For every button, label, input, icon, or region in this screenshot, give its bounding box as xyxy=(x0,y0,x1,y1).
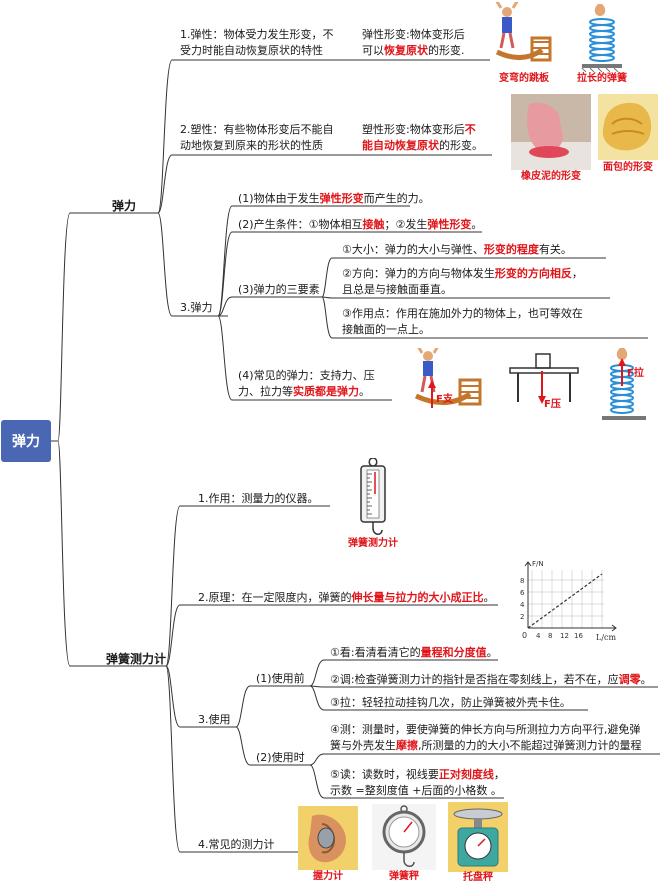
before-step-look: ①看:看清看清它的量程和分度值。 xyxy=(330,646,498,659)
element-magnitude: ①大小：弹力的大小与弹性、形变的程度有关。 xyxy=(342,243,572,256)
support-force-figure xyxy=(414,348,482,408)
graph-ytick-8: 8 xyxy=(520,577,524,585)
elastic3-line-b xyxy=(217,231,482,317)
elasticity-text-line2: 受力时能自动恢复原状的特性 xyxy=(180,44,323,57)
before-step-adjust: ②调:检查弹簧测力计的指针是否指在零刻线上，若不在，应调零。 xyxy=(330,673,652,686)
root-connector xyxy=(51,212,108,442)
three-elements-label[interactable]: (3)弹力的三要素 xyxy=(238,283,320,296)
spring-balance-caption: 弹簧秤 xyxy=(389,871,419,882)
graph-xtick-16: 16 xyxy=(574,632,583,640)
support-force-label: F支 xyxy=(436,394,453,405)
spring-scale-node[interactable]: 弹簧测力计 xyxy=(106,652,167,666)
plastic-deformation-line1: 塑性形变:物体变形后不 xyxy=(362,123,476,136)
stretched-spring-figure xyxy=(581,4,622,72)
spring-balance-figure xyxy=(372,804,436,870)
root-connector-2 xyxy=(57,440,104,667)
usage-line-a xyxy=(235,685,310,728)
force-extension-graph: F/N L/cm 0 4 8 12 16 2 4 6 8 xyxy=(520,560,617,642)
pull-force-label: F拉 xyxy=(627,368,644,379)
grip-meter-caption: 握力计 xyxy=(313,871,343,882)
during-step-read-line2: 示数 =整刻度值 +后面的小格数 。 xyxy=(330,784,502,797)
elastic-deformation-line2: 可以恢复原状的形变. xyxy=(362,44,465,57)
during-step-measure-line1: ④测：测量时，要使弹簧的伸长方向与所测拉力方向平行,避免弹 xyxy=(330,723,641,736)
scale-branch-line-3 xyxy=(165,665,236,728)
elasticity-text-line1: 1.弹性：物体受力发生形变，不 xyxy=(180,28,334,41)
elements-line-a xyxy=(321,257,606,298)
elastic-force-section[interactable]: 3.弹力 xyxy=(180,301,213,314)
common-elastic-line1: (4)常见的弹力：支持力、压 xyxy=(238,369,375,382)
elastic-branch-line-3 xyxy=(157,212,228,317)
plastic-deformation-line2: 能自动恢复原状的形变。 xyxy=(362,139,483,152)
spring-scale-caption: 弹簧测力计 xyxy=(348,538,398,549)
spring-scale-figure xyxy=(360,458,386,535)
press-force-label: F压 xyxy=(544,399,561,410)
elastic-deformation-line1: 弹性形变:物体变形后 xyxy=(362,28,465,41)
graph-xtick-8: 8 xyxy=(548,632,552,640)
elements-line-c xyxy=(321,296,648,339)
elastic-branch-line xyxy=(108,59,358,214)
during-step-measure-line2: 簧与外壳发生摩擦,所测量的力的大小不能超过弹簧测力计的量程 xyxy=(330,739,642,752)
scale-branch-line-4 xyxy=(165,665,300,853)
press-force-figure xyxy=(509,353,579,404)
element-direction-line2: 且总是与接触面垂直。 xyxy=(342,283,452,296)
usage-node[interactable]: 3.使用 xyxy=(198,713,231,726)
scale-branch-line xyxy=(104,505,330,667)
during-line-b xyxy=(309,764,504,799)
elastic3-line-c xyxy=(217,296,322,317)
grip-meter-figure xyxy=(298,806,358,870)
elastic-force-node[interactable]: 弹力 xyxy=(112,199,137,213)
before-line-a xyxy=(309,659,498,687)
graph-ylabel: F/N xyxy=(532,560,544,568)
plasticity-text-line2: 动地恢复到原来的形状的性质 xyxy=(180,139,323,152)
common-elastic-line2: 力、拉力等实质都是弹力。 xyxy=(238,385,370,398)
during-use-node[interactable]: (2)使用时 xyxy=(256,751,305,764)
root-node[interactable]: 弹力 xyxy=(1,420,51,462)
elastic3-line-d xyxy=(217,315,392,401)
scale-principle-text: 2.原理：在一定限度内，弹簧的伸长量与拉力的大小成正比。 xyxy=(198,591,495,604)
before-step-pull: ③拉：轻轻拉动挂钩几次，防止弹簧被外壳卡住。 xyxy=(330,696,571,709)
elements-line-b xyxy=(321,296,610,299)
before-line-c xyxy=(309,685,588,711)
element-direction-line1: ②方向：弹力的方向与物体发生形变的方向相反， xyxy=(342,267,583,280)
before-use-node[interactable]: (1)使用前 xyxy=(256,672,305,685)
elastic-item-2: (2)产生条件：①物体相互接触；②发生弹性形变。 xyxy=(238,218,483,231)
graph-xlabel: L/cm xyxy=(596,633,616,642)
bread-figure xyxy=(598,94,658,160)
element-point-line2: 接触面的一点上。 xyxy=(342,323,430,336)
springboard-figure xyxy=(492,2,556,74)
tray-scale-caption: 托盘秤 xyxy=(463,872,493,883)
plasticity-text-line1: 2.塑性：有些物体形变后不能自 xyxy=(180,123,334,136)
during-line-a xyxy=(309,753,660,766)
graph-xtick-4: 4 xyxy=(536,632,541,640)
graph-ytick-2: 2 xyxy=(520,613,524,621)
elastic-branch-line-2 xyxy=(157,154,358,214)
scale-function-text: 1.作用：测量力的仪器。 xyxy=(198,492,319,505)
pull-force-figure xyxy=(602,348,646,420)
graph-xtick-12: 12 xyxy=(560,632,569,640)
clay-caption: 橡皮泥的形变 xyxy=(521,171,581,182)
springboard-caption: 变弯的跳板 xyxy=(499,73,549,84)
spring-caption: 拉长的弹簧 xyxy=(577,73,627,84)
usage-line-b xyxy=(235,726,310,766)
bread-caption: 面包的形变 xyxy=(603,162,653,173)
graph-ytick-4: 4 xyxy=(520,601,525,609)
element-point-line1: ③作用点：作用在施加外力的物体上，也可等效在 xyxy=(342,307,583,320)
before-line-b xyxy=(309,685,658,688)
graph-origin: 0 xyxy=(522,631,527,640)
tray-scale-figure xyxy=(448,802,508,872)
during-step-read-line1: ⑤读：读数时，视线要正对刻度线， xyxy=(330,768,505,781)
clay-figure xyxy=(511,94,591,170)
scale-branch-line-2 xyxy=(165,604,498,667)
elastic-item-1: (1)物体由于发生弹性形变而产生的力。 xyxy=(238,192,430,205)
common-meters-node[interactable]: 4.常见的测力计 xyxy=(198,838,275,851)
graph-ytick-6: 6 xyxy=(520,589,525,597)
